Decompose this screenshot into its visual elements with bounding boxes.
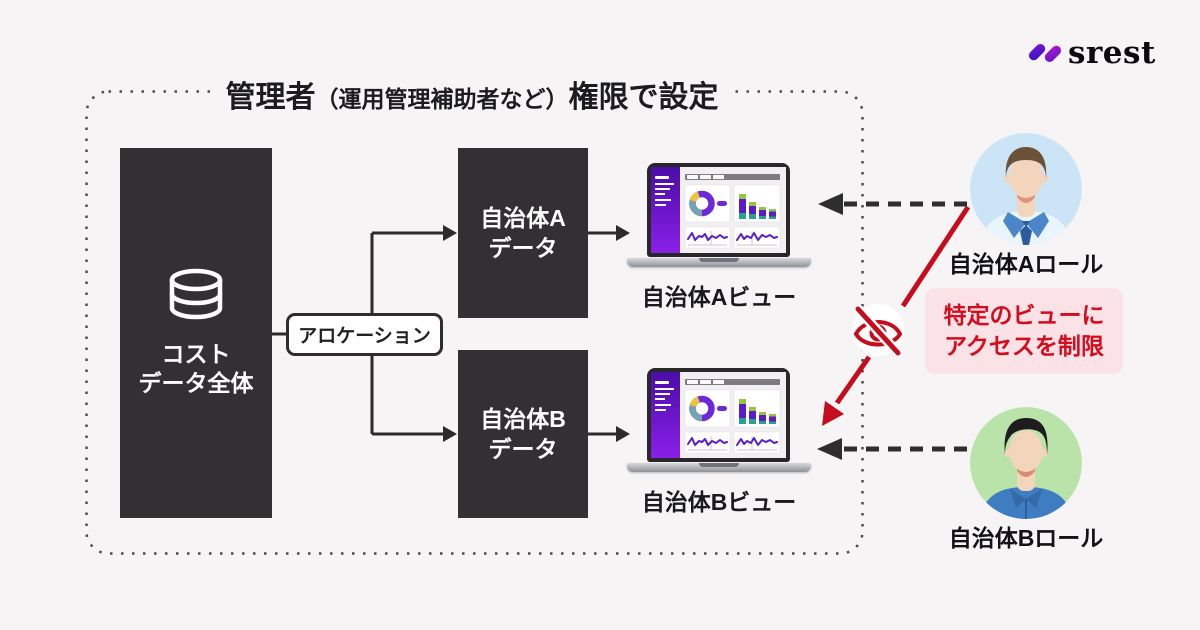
logo-text: srest — [1068, 35, 1156, 71]
cost-box-line1: コスト — [161, 341, 231, 367]
line-chart — [687, 232, 778, 241]
person-avatar-icon — [970, 133, 1082, 245]
dashboard-sidebar — [651, 167, 680, 253]
laptop-a-base — [627, 258, 811, 267]
title-admin: 管理者 — [225, 81, 316, 114]
title-paren: （運用管理補助者など） — [315, 86, 569, 112]
database-icon — [169, 268, 223, 320]
boxB-line2: データ — [488, 436, 558, 462]
view-a-label: 自治体Aビュー — [641, 284, 797, 310]
boxA-line2: データ — [488, 235, 558, 261]
arrowhead-laptopB — [616, 426, 630, 442]
restriction-note: 特定のビューに アクセスを制限 — [925, 288, 1123, 374]
view-b-label: 自治体Bビュー — [641, 489, 797, 515]
municipality-b-data-box: 自治体B データ — [458, 350, 588, 518]
note-line2: アクセスを制限 — [944, 333, 1104, 359]
arrowhead-laptopA — [616, 225, 630, 241]
admin-scope-border — [85, 90, 864, 555]
allocation-label: アロケーション — [298, 326, 431, 347]
municipality-a-data-box: 自治体A データ — [458, 148, 588, 318]
boxB-line1: 自治体B — [480, 406, 566, 432]
bar-chart — [739, 194, 776, 219]
arrowhead-boxB — [443, 426, 457, 442]
person-avatar-icon — [970, 407, 1082, 519]
dashboard-b-illustration — [651, 372, 786, 458]
cost-data-box: コスト データ全体 — [120, 148, 272, 518]
arrowhead-boxA — [443, 225, 457, 241]
laptop-b-base — [627, 463, 811, 472]
srest-logo-icon — [1028, 44, 1062, 62]
diagram-title: 管理者 （運用管理補助者など） 権限で設定 — [211, 72, 733, 116]
person-a-avatar — [970, 133, 1082, 245]
allocation-box: アロケーション — [286, 313, 443, 356]
role-b-label: 自治体Bロール — [948, 525, 1104, 551]
laptop-b-screen — [647, 368, 790, 462]
role-a-label: 自治体Aロール — [948, 251, 1104, 277]
donut-chart — [689, 190, 715, 217]
dashboard-a-illustration — [651, 167, 786, 253]
cost-box-line2: データ全体 — [138, 370, 254, 396]
laptop-a-screen — [647, 163, 790, 257]
note-line1: 特定のビューに — [943, 302, 1105, 328]
title-permission: 権限で設定 — [568, 81, 719, 114]
srest-logo: srest — [1028, 36, 1156, 70]
person-b-avatar — [970, 407, 1082, 519]
boxA-line1: 自治体A — [480, 205, 566, 231]
